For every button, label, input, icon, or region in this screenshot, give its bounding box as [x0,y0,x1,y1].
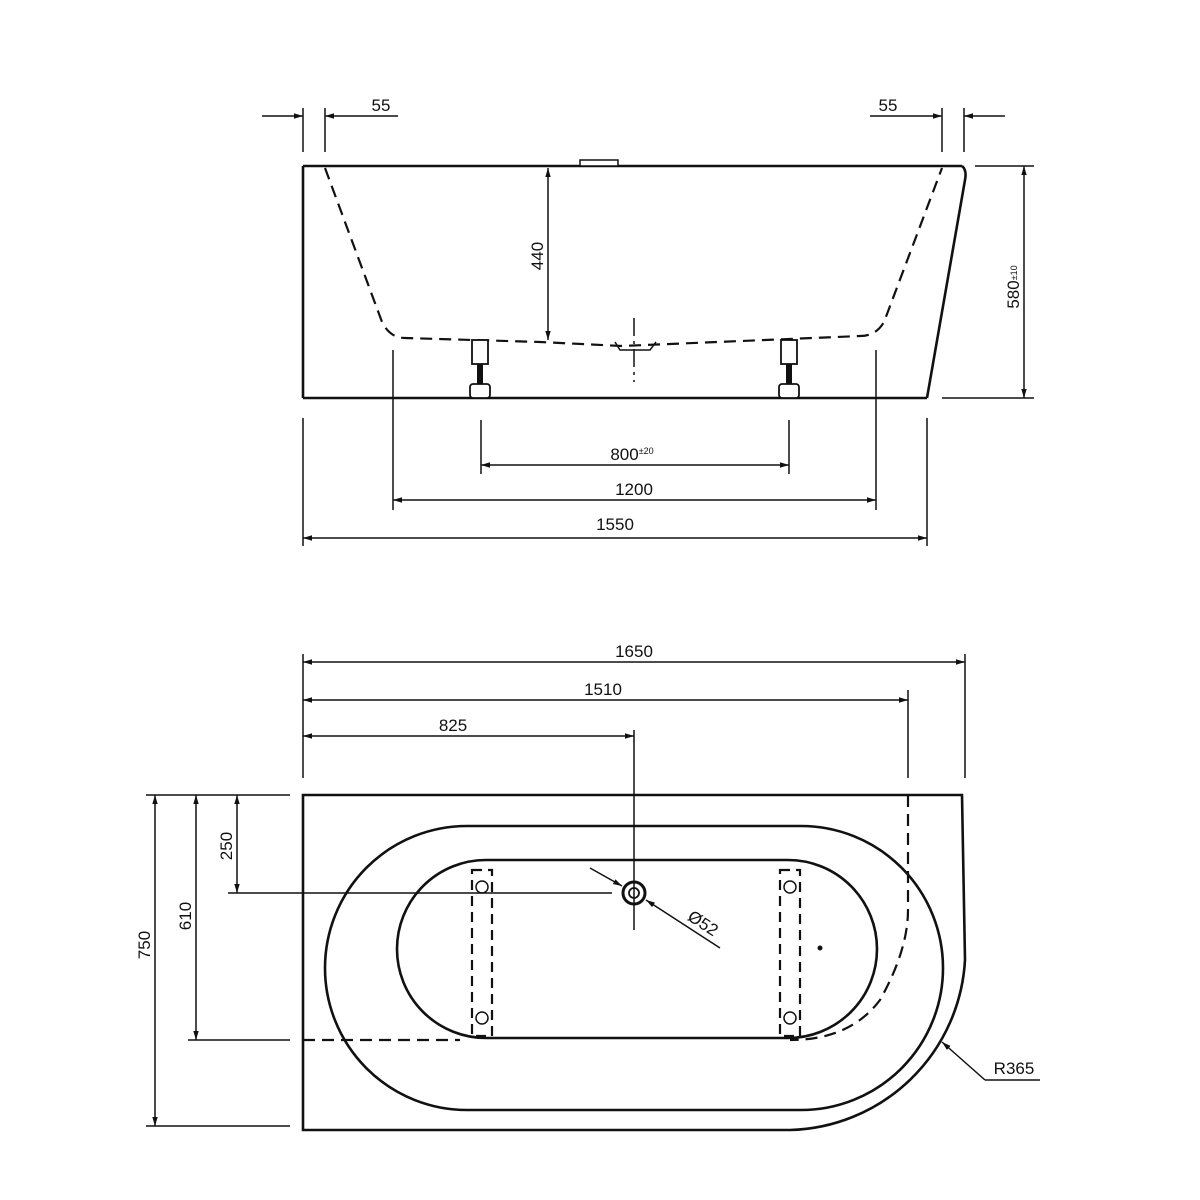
right-support-rail [778,868,802,1038]
inner-span-label: 1200 [615,480,653,499]
side-view-shell [301,159,967,400]
dimension-overall-width: 750 [135,795,158,1126]
dimension-feet-spacing: 800±20 [480,420,790,474]
side-view-basin-outline [323,167,944,348]
feet-spacing-label: 800±20 [610,445,653,464]
overall-length-label: 1650 [615,642,653,661]
tub-basin [395,858,879,1040]
drain-sump [614,341,657,351]
depth-label: 440 [528,242,547,270]
straight-length-label: 1510 [584,680,622,699]
left-foot [469,339,491,399]
side-view: 55 55 440 580±10 [262,96,1034,546]
dimension-inner-width: 610 [176,795,199,1040]
dimension-inner-span: 1200 [392,350,877,510]
overflow-point [817,945,823,951]
dimension-right-offset: 55 [870,96,1005,152]
drain: Ø52 [589,867,722,949]
dimension-straight-length: 1510 [303,680,909,778]
drain-x-label: 825 [439,716,467,735]
dimension-depth: 440 [528,168,551,340]
dimension-base-length: 1550 [302,418,928,546]
overall-width-label: 750 [135,931,154,959]
dimension-drain-x: 825 [303,716,634,739]
dimension-corner-radius: R365 [941,1041,1040,1081]
right-offset-label: 55 [879,96,898,115]
drain-diameter-label: Ø52 [684,907,721,940]
height-label: 580±10 [1004,265,1023,308]
right-foot [778,339,800,399]
dimension-left-offset: 55 [262,96,398,152]
top-view: Ø52 1650 1510 825 250 [135,642,1040,1132]
drain-y-label: 250 [217,832,236,860]
top-view-outline [301,793,967,1132]
base-length-label: 1550 [596,515,634,534]
left-offset-label: 55 [372,96,391,115]
corner-radius-label: R365 [994,1059,1035,1078]
top-view-hidden-wall [303,795,910,1042]
dimension-overall-length: 1650 [302,642,966,778]
left-support-rail [470,868,494,1038]
dimension-height: 580±10 [942,165,1034,399]
dimension-drain-y: 250 [217,795,240,893]
inner-width-label: 610 [176,902,195,930]
